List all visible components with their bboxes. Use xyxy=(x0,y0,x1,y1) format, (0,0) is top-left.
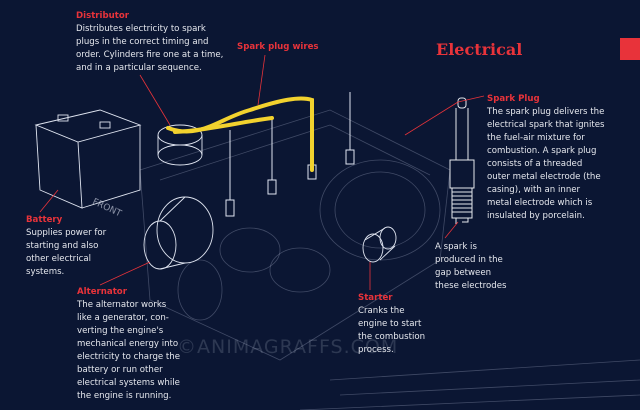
alternator-title: Alternator xyxy=(77,287,127,297)
distributor-text: Distributes electricity to spark plugs i… xyxy=(76,24,224,73)
engine-block xyxy=(139,109,640,410)
alternator-text: The alternator works like a generator, c… xyxy=(77,300,181,401)
watermark: ©ANIMAGRAFFS.COM xyxy=(177,336,399,358)
spark-plugs-on-engine xyxy=(225,92,355,217)
spark-plug-drawing xyxy=(449,97,475,224)
battery-title: Battery xyxy=(26,215,63,225)
spark-plug-text: The spark plug delivers the electrical s… xyxy=(487,107,605,221)
spark-plug-label: Spark Plug The spark plug delivers the e… xyxy=(487,93,637,223)
battery-text: Supplies power for starting and also oth… xyxy=(26,228,107,277)
starter-title: Starter xyxy=(358,293,393,303)
battery-label: Battery Supplies power for starting and … xyxy=(26,214,136,279)
spark-gap-label: A spark is produced in the gap between t… xyxy=(435,241,535,293)
battery-drawing xyxy=(34,109,142,209)
starter-label: Starter Cranks the engine to start the c… xyxy=(358,292,448,357)
leader-lines xyxy=(39,54,485,290)
starter-drawing xyxy=(362,226,397,263)
starter-text: Cranks the engine to start the combustio… xyxy=(358,306,426,355)
distributor-title: Distributor xyxy=(76,11,130,21)
alternator-drawing xyxy=(143,196,214,270)
spark-plug-wires-drawing xyxy=(166,96,314,172)
section-title: Electrical xyxy=(436,40,523,59)
section-tab-marker[interactable] xyxy=(620,38,640,60)
spark-plug-wires-label: Spark plug wires xyxy=(237,41,319,54)
spark-plug-title: Spark Plug xyxy=(487,94,540,104)
spark-plug-wires-title: Spark plug wires xyxy=(237,42,319,52)
alternator-label: Alternator The alternator works like a g… xyxy=(77,286,207,403)
distributor-drawing xyxy=(157,124,203,166)
distributor-label: Distributor Distributes electricity to s… xyxy=(76,10,276,75)
spark-gap-text: A spark is produced in the gap between t… xyxy=(435,242,507,291)
